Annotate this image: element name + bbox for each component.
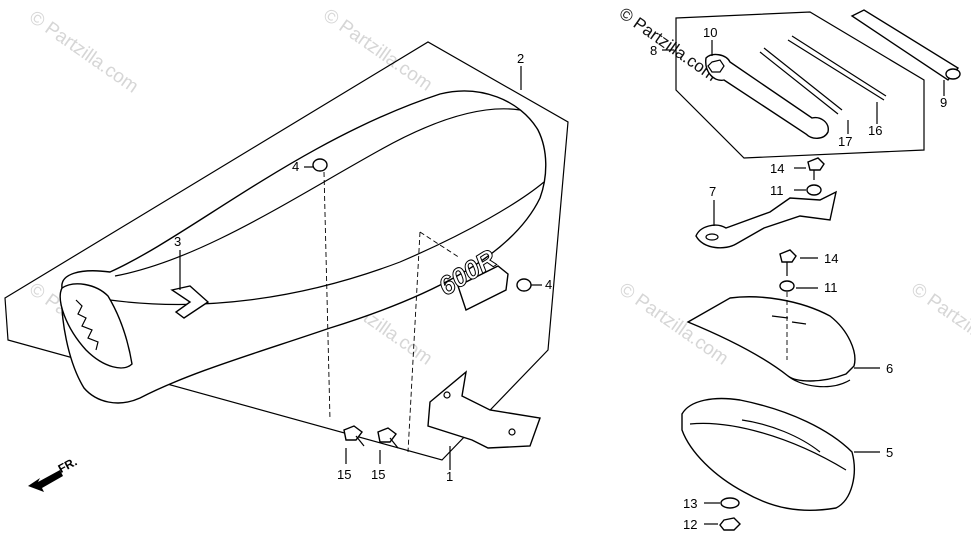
front-direction-indicator: FR. <box>28 454 79 492</box>
bolt <box>377 427 399 449</box>
storage-tray <box>686 296 856 382</box>
extension-bar <box>850 9 960 81</box>
seat-cover <box>61 90 547 404</box>
extension-bar-end <box>945 68 961 80</box>
screwdriver-16 <box>787 39 885 101</box>
bracket-hole <box>508 428 516 436</box>
watermark: © Partzilla.com <box>25 7 142 98</box>
tool-holder-group: 14 11 7 <box>695 157 837 249</box>
nut-12 <box>719 517 741 531</box>
seat-pad <box>681 397 855 511</box>
callout-16: 16 <box>868 123 882 138</box>
callout-3: 3 <box>174 234 181 249</box>
front-arrow-icon <box>28 470 63 492</box>
seat-hook-teeth <box>75 299 99 351</box>
locator-line <box>323 171 331 421</box>
washer-13 <box>720 497 740 509</box>
seat-strap <box>170 285 210 319</box>
pad-dent <box>741 419 821 453</box>
bolt-14 <box>807 157 825 171</box>
callout-6: 6 <box>886 361 893 376</box>
pad-inner-line <box>689 422 847 471</box>
watermark-dark: © Partzilla.com <box>616 4 721 85</box>
seat-trim-line <box>109 181 545 306</box>
grommet <box>312 158 328 172</box>
callout-15: 15 <box>371 467 385 482</box>
callout-5: 5 <box>886 445 893 460</box>
callout-8: 8 <box>650 43 657 58</box>
tool-holder-strap <box>695 190 837 249</box>
callout-10: 10 <box>703 25 717 40</box>
callout-15: 15 <box>337 467 351 482</box>
screwdriver-17 <box>759 51 839 115</box>
washer-11 <box>806 184 822 196</box>
seat-ridge-line <box>114 108 521 277</box>
callout-14: 14 <box>770 161 784 176</box>
seat-front-hook <box>59 283 133 369</box>
screwdriver-17 <box>763 47 843 111</box>
seat-pad-group: 14 11 6 5 13 12 <box>681 249 893 532</box>
callout-7: 7 <box>709 184 716 199</box>
callout-2: 2 <box>517 51 524 66</box>
watermark: © Partzilla.com <box>319 5 436 96</box>
seat-assembly-group: 600R 2 3 4 4 15 1 <box>4 41 569 484</box>
wrench-hex <box>707 59 725 73</box>
locator-line <box>407 231 421 453</box>
screwdriver-16 <box>791 35 887 97</box>
tray-slot <box>791 321 807 325</box>
tool-kit-outline <box>675 11 925 159</box>
callout-14: 14 <box>824 251 838 266</box>
seat-bracket <box>427 370 541 449</box>
bolt-14 <box>779 249 797 263</box>
seat-rear-bracket <box>457 265 509 311</box>
grommet <box>516 278 532 292</box>
callout-4: 4 <box>292 159 299 174</box>
bracket-hole <box>443 391 451 399</box>
callout-9: 9 <box>940 95 947 110</box>
callout-13: 13 <box>683 496 697 511</box>
tray-slot <box>771 315 789 319</box>
callout-1: 1 <box>446 469 453 484</box>
callout-11: 11 <box>824 280 838 295</box>
bolt <box>343 425 365 447</box>
callout-11: 11 <box>770 183 784 198</box>
callout-12: 12 <box>683 517 697 532</box>
callout-4: 4 <box>545 277 552 292</box>
callout-17: 17 <box>838 134 852 149</box>
tray-edge <box>787 375 851 388</box>
watermark: © Partzilla.com <box>907 279 971 370</box>
seat-assembly-outline <box>4 41 569 461</box>
strap-hole <box>705 233 719 241</box>
spanner-wrench <box>705 53 829 139</box>
washer-11 <box>779 280 795 292</box>
tool-kit-group: 10 8 9 16 17 <box>650 9 961 159</box>
